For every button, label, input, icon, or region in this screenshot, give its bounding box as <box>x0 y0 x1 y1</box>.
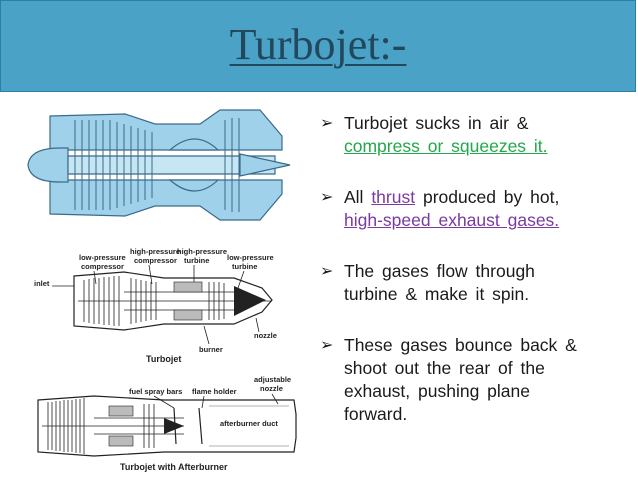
label-fuel-spray-bars: fuel spray bars <box>129 387 182 396</box>
diagram3-caption: Turbojet with Afterburner <box>120 462 228 472</box>
bullet-4-line-3: exhaust, pushing plane <box>344 381 530 401</box>
bullet-4-line-4: forward. <box>344 404 408 424</box>
label-hp-compressor: high-pressure <box>130 247 180 256</box>
svg-text:turbine: turbine <box>232 262 257 271</box>
arrow-bullet-icon: ➢ <box>320 263 334 280</box>
label-adjustable-nozzle: adjustable <box>254 375 291 384</box>
bullet-4-line-1: These gases bounce back & <box>344 335 577 355</box>
bullet-1: ➢ Turbojet sucks in air & compress or sq… <box>318 112 630 158</box>
bullet-2-line-2: high-speed exhaust gases. <box>344 210 560 230</box>
label-lp-turbine: low-pressure <box>227 253 274 262</box>
svg-text:turbine: turbine <box>184 256 209 265</box>
diagram2-caption: Turbojet <box>146 354 181 364</box>
bullet-4-line-2: shoot out the rear of the <box>344 358 545 378</box>
turbojet-labeled-diagram: low-pressure compressor high-pressure co… <box>34 247 277 364</box>
bullet-3-line-2: turbine & make it spin. <box>344 284 530 304</box>
bullet-1-line-1: Turbojet sucks in air & <box>344 113 529 133</box>
bullet-2: ➢ All thrust produced by hot, high-speed… <box>318 186 630 232</box>
svg-text:compressor: compressor <box>81 262 124 271</box>
bullet-1-line-2: compress or squeezes it. <box>344 136 548 156</box>
afterburner-diagram: fuel spray bars flame holder adjustable … <box>37 375 297 472</box>
bullet-3: ➢ The gases flow through turbine & make … <box>318 260 630 306</box>
label-nozzle: nozzle <box>254 331 277 340</box>
label-lp-compressor: low-pressure <box>79 253 126 262</box>
arrow-bullet-icon: ➢ <box>320 337 334 354</box>
svg-text:compressor: compressor <box>134 256 177 265</box>
label-hp-turbine: high-pressure <box>177 247 227 256</box>
thrust-link: thrust <box>371 187 416 207</box>
arrow-bullet-icon: ➢ <box>320 115 334 132</box>
label-flame-holder: flame holder <box>192 387 237 396</box>
turbojet-blue-diagram <box>27 109 291 221</box>
arrow-bullet-icon: ➢ <box>320 189 334 206</box>
label-burner: burner <box>199 345 223 354</box>
label-afterburner-duct: afterburner duct <box>220 419 278 428</box>
bullet-list: ➢ Turbojet sucks in air & compress or sq… <box>318 112 630 426</box>
title-bar: Turbojet:- <box>0 0 636 92</box>
svg-text:nozzle: nozzle <box>260 384 283 393</box>
bullet-2-line-1: All thrust produced by hot, <box>344 187 560 207</box>
bullet-3-line-1: The gases flow through <box>344 261 535 281</box>
bullet-4: ➢ These gases bounce back & shoot out th… <box>318 334 630 426</box>
label-inlet: inlet <box>34 279 50 288</box>
slide-title: Turbojet:- <box>229 20 407 69</box>
